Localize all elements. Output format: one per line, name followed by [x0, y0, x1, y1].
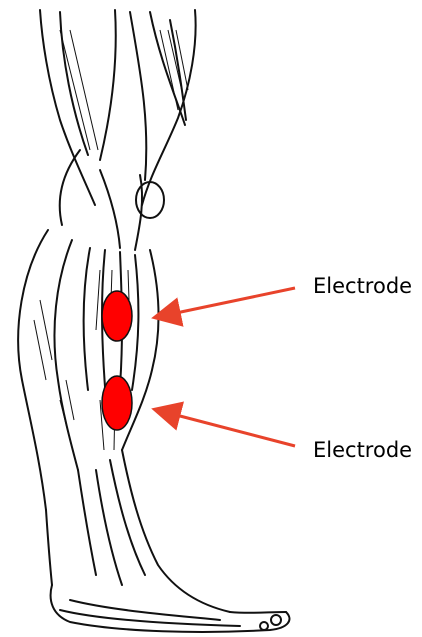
- leg-illustration: [18, 10, 289, 632]
- electrode-top: [102, 291, 132, 341]
- electrode-label-top: Electrode: [313, 276, 412, 297]
- electrode-label-bottom: Electrode: [313, 440, 412, 461]
- electrode-bottom: [102, 376, 132, 430]
- arrow-bottom-icon: [157, 410, 295, 446]
- arrow-top-icon: [157, 288, 295, 317]
